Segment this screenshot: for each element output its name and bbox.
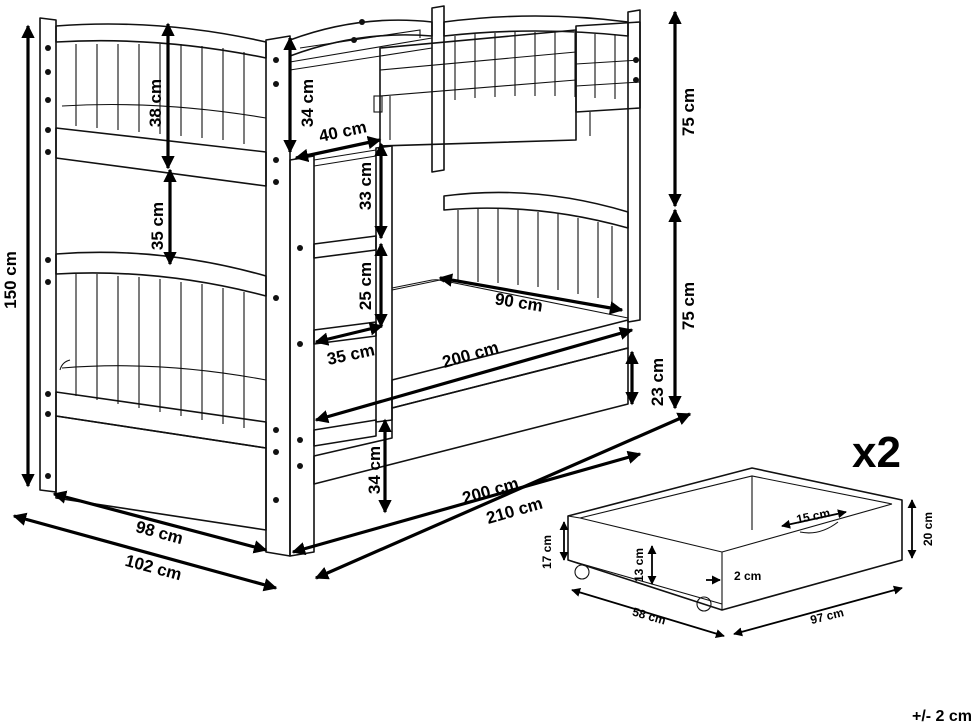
label-drawer-inner-height: 13 cm [632, 548, 646, 582]
label-ladder-top-width: 40 cm [317, 117, 368, 146]
label-drawer-rail-height: 23 cm [648, 358, 667, 406]
bed-dimension-labels: 150 cm 98 cm 102 cm 38 cm 35 cm 34 cm 40… [1, 79, 698, 584]
label-lower-mattress-length: 200 cm [440, 338, 501, 372]
label-bed-outer-width: 102 cm [123, 551, 184, 584]
label-drawer-front-height: 20 cm [921, 512, 935, 546]
label-bed-total-height: 150 cm [1, 251, 20, 309]
bed-bolt-dots [45, 19, 639, 503]
drawer-dimension-lines [559, 499, 917, 638]
label-bed-inner-width: 98 cm [134, 517, 185, 548]
label-underbed-clearance: 34 cm [365, 446, 384, 494]
label-ladder-upper-step: 33 cm [356, 162, 375, 210]
bed-dimension-lines [12, 10, 692, 592]
bunk-bed [39, 5, 641, 557]
label-ladder-lower-step: 25 cm [356, 262, 375, 310]
label-drawer-height: 17 cm [540, 535, 554, 569]
label-drawer-width: 58 cm [631, 605, 668, 628]
label-upper-tier-height: 75 cm [679, 88, 698, 136]
label-lower-tier-height: 75 cm [679, 282, 698, 330]
label-headboard-slats-height: 38 cm [146, 79, 165, 127]
label-ladder-bottom-width: 35 cm [325, 340, 376, 369]
drawer [567, 467, 903, 612]
drawer-quantity: x2 [852, 428, 901, 477]
label-upper-lower-gap: 35 cm [148, 202, 167, 250]
label-top-guard-rail-height: 34 cm [298, 79, 317, 127]
label-drawer-handle-width: 15 cm [795, 506, 831, 527]
label-drawer-front-thickness: 2 cm [734, 569, 761, 583]
tolerance-note: +/- 2 cm [912, 708, 972, 725]
label-drawer-length: 97 cm [809, 605, 845, 627]
